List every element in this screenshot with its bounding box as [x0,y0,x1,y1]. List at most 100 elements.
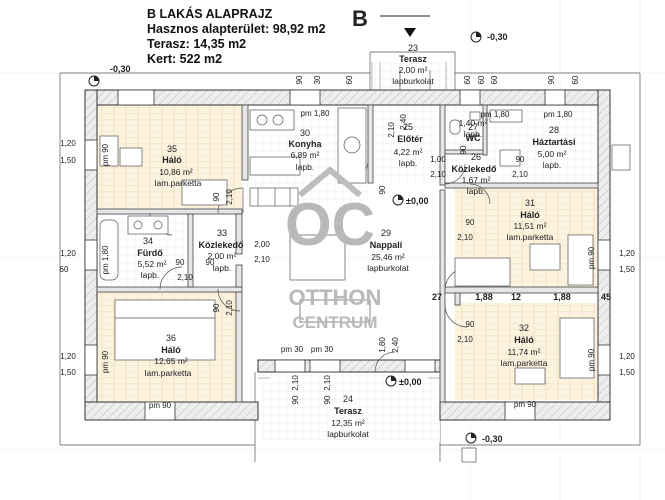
room-label-27: 27 WC 1,40 m² lapb. [459,118,488,143]
svg-text:lapb.: lapb. [141,270,159,280]
svg-text:lapburkolat: lapburkolat [392,76,434,86]
svg-text:2,10: 2,10 [323,375,332,391]
level-marker-zero-bottom: ±0,00 [385,375,421,387]
svg-text:lapb.: lapb. [213,263,231,273]
svg-text:pm 90: pm 90 [101,143,110,166]
svg-text:60: 60 [477,75,486,84]
svg-text:pm 90: pm 90 [149,401,172,410]
svg-text:pm 90: pm 90 [587,246,596,269]
svg-text:12: 12 [511,292,521,302]
svg-text:Közlekedő: Közlekedő [451,164,497,174]
svg-text:lapburkolat: lapburkolat [367,263,409,273]
svg-text:1,00: 1,00 [430,155,446,164]
svg-text:90: 90 [547,75,556,84]
svg-text:-0,30: -0,30 [482,434,503,444]
svg-text:60: 60 [490,75,499,84]
svg-text:Háló: Háló [161,345,181,355]
svg-text:Terasz: Terasz [334,406,362,416]
svg-text:2,40: 2,40 [391,337,400,353]
room-label-35: 35 Háló 10,86 m² lam.parketta [155,144,202,188]
svg-text:90: 90 [295,75,304,84]
svg-text:31: 31 [525,198,535,208]
room-label-36: 36 Háló 12,65 m² lam.parketta [145,333,192,378]
svg-text:36: 36 [166,333,176,343]
svg-text:lapb.: lapb. [467,186,485,196]
svg-text:25,46 m²: 25,46 m² [371,252,405,262]
svg-text:pm 30: pm 30 [281,345,304,354]
svg-text:1,50: 1,50 [619,265,635,274]
svg-text:pm 1,80: pm 1,80 [101,245,110,274]
svg-text:Fürdő: Fürdő [137,248,163,258]
svg-text:lapb.: lapb. [296,162,314,172]
svg-text:34: 34 [143,236,153,246]
level-marker-top-left: -0,30 [88,64,131,87]
svg-text:1,20: 1,20 [619,352,635,361]
svg-text:90: 90 [378,185,387,194]
room-label-34: 34 Fürdő 5,52 m² lapb. [137,236,166,280]
svg-text:1,80: 1,80 [378,337,387,353]
svg-text:12,65 m²: 12,65 m² [154,356,188,366]
svg-text:lam.parketta: lam.parketta [501,358,548,368]
room-label-28: 28 Háztartási 5,00 m² lapb. [532,125,575,170]
svg-text:35: 35 [167,144,177,154]
svg-text:29: 29 [381,228,391,238]
svg-text:Előtér: Előtér [397,134,423,144]
svg-text:pm 1,80: pm 1,80 [481,110,510,119]
svg-text:32: 32 [519,323,529,333]
svg-text:1,88: 1,88 [553,292,571,302]
svg-text:2,10: 2,10 [512,170,528,179]
svg-text:28: 28 [549,125,559,135]
room-label-31: 31 Háló 11,51 m² lam.parketta [507,198,554,242]
svg-text:90: 90 [466,320,475,329]
svg-text:2,00 m²: 2,00 m² [399,65,428,75]
svg-text:60: 60 [463,75,472,84]
svg-text:2,10: 2,10 [457,233,473,242]
svg-text:Konyha: Konyha [288,139,322,149]
svg-text:2,10: 2,10 [457,335,473,344]
svg-text:pm 1,80: pm 1,80 [301,109,330,118]
svg-text:6,89 m²: 6,89 m² [291,150,320,160]
room-label-30: 30 Konyha 6,89 m² lapb. [288,128,322,172]
svg-text:lapb.: lapb. [399,158,417,168]
svg-text:11,74 m²: 11,74 m² [508,347,541,357]
svg-text:1,20: 1,20 [60,352,76,361]
svg-text:2,00 m²: 2,00 m² [208,251,237,261]
section-marker-letter: B [352,6,368,31]
svg-text:lapb.: lapb. [543,160,561,170]
svg-text:90: 90 [291,395,300,404]
svg-text:90: 90 [206,258,215,267]
svg-text:1,20: 1,20 [60,249,76,258]
svg-text:pm 90: pm 90 [101,350,110,373]
svg-text:Háztartási: Háztartási [532,137,575,147]
svg-text:33: 33 [217,228,227,238]
svg-text:30: 30 [300,128,310,138]
svg-text:lapburkolat: lapburkolat [327,429,369,439]
svg-text:1,40 m²: 1,40 m² [459,118,488,128]
svg-text:90: 90 [516,155,525,164]
svg-text:90: 90 [176,258,185,267]
svg-text:1,20: 1,20 [60,139,76,148]
level-marker-bottom-right: -0,30 [465,432,503,444]
section-marker: B [352,6,430,37]
room-label-23: 23 Terasz 2,00 m² lapburkolat [392,43,434,86]
svg-text:2,10: 2,10 [430,170,446,179]
otthon-centrum-watermark: OC OTTHON CENTRUM [285,166,381,332]
svg-text:26: 26 [471,152,481,162]
svg-text:±0,00: ±0,00 [399,377,421,387]
svg-text:5,00 m²: 5,00 m² [538,149,567,159]
svg-text:2,10: 2,10 [225,300,234,316]
svg-text:-0,30: -0,30 [110,64,131,74]
svg-text:60: 60 [571,75,580,84]
garden-area-line: Kert: 522 m2 [147,52,223,66]
terrace-area-line: Terasz: 14,35 m2 [147,37,247,51]
svg-text:1,67 m²: 1,67 m² [462,175,491,185]
level-marker-top-right: -0,30 [470,31,508,43]
svg-text:pm 90: pm 90 [514,400,537,409]
svg-text:1,50: 1,50 [60,156,76,165]
svg-text:pm 30: pm 30 [311,345,334,354]
svg-text:WC: WC [466,133,481,143]
level-markers: -0,30 -0,30 -0,30 ±0,00 ±0,00 [88,31,508,444]
svg-text:-0,30: -0,30 [487,32,508,42]
svg-text:2,00: 2,00 [254,240,270,249]
